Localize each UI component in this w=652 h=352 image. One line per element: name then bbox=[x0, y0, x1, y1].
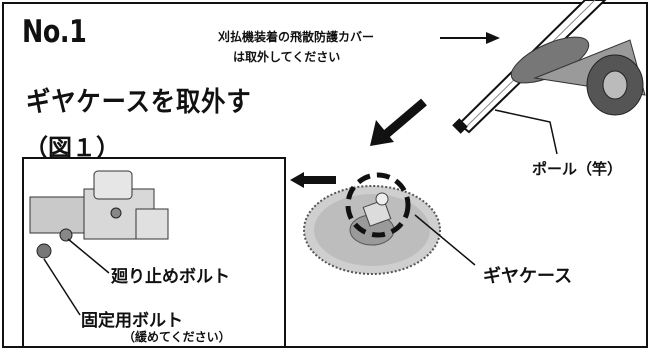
gear-case-closeup bbox=[29, 170, 169, 259]
cover-arrow bbox=[440, 32, 500, 44]
page-number: No.1 bbox=[22, 14, 87, 50]
pole-leader bbox=[494, 109, 558, 155]
figure-box bbox=[22, 157, 286, 348]
gear-case-leader bbox=[414, 214, 476, 266]
step-title: ギヤケースを取外す bbox=[26, 87, 252, 118]
pole-label: ポール（竿） bbox=[532, 160, 623, 178]
bolt-leaders bbox=[43, 238, 110, 316]
pole-illustration bbox=[452, 0, 646, 134]
left-arrow bbox=[290, 172, 336, 188]
gear-case-label: ギヤケース bbox=[483, 266, 573, 287]
fixing-bolt-label: 固定用ボルト bbox=[81, 311, 183, 331]
page-border bbox=[2, 2, 648, 348]
stop-bolt-label: 廻り止めボルト bbox=[111, 267, 230, 287]
saw-blade-illustration bbox=[303, 172, 441, 275]
cover-note-line2: は取外してください bbox=[233, 50, 341, 64]
fixing-bolt-note: （緩めてください） bbox=[123, 330, 231, 344]
diagonal-arrow bbox=[370, 98, 427, 146]
cover-note-line1: 刈払機装着の飛散防護カバー bbox=[218, 30, 375, 44]
